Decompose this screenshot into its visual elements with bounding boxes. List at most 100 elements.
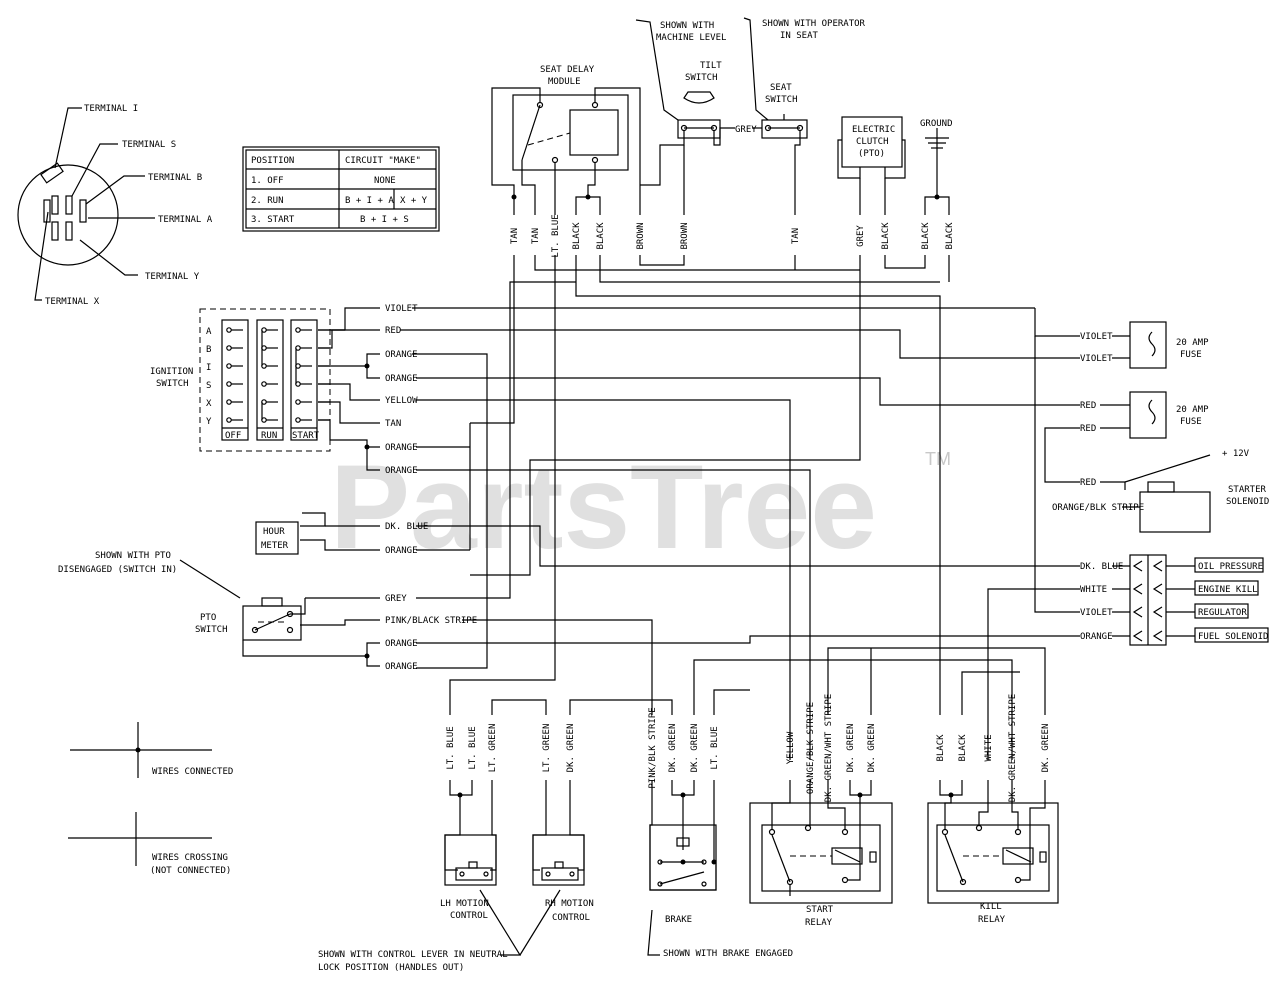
legend-crossing-label-2: (NOT CONNECTED) bbox=[150, 866, 231, 876]
hour-meter-label-2: METER bbox=[261, 541, 289, 551]
ignition-col-off: OFF bbox=[225, 431, 241, 441]
wire-label-top: LT. BLUE bbox=[551, 214, 561, 257]
wire-label-right: DK. BLUE bbox=[1080, 562, 1123, 572]
wire-label-bottom: DK. GREEN/WHT STRIPE bbox=[824, 694, 834, 802]
wire-label-top: BROWN bbox=[636, 222, 646, 249]
wire-label-bottom: ORANGE/BLK STRIPE bbox=[806, 702, 816, 794]
connector-chevron bbox=[1152, 606, 1163, 618]
terminal-s-label: TERMINAL S bbox=[122, 140, 176, 150]
lh-motion-label: LH MOTION bbox=[440, 899, 489, 909]
wire-label-top: BLACK bbox=[921, 222, 931, 250]
wire-label-bottom: DK. GREEN bbox=[1041, 724, 1051, 773]
fuse-label-2: FUSE bbox=[1180, 350, 1202, 360]
junction-dot bbox=[364, 363, 370, 369]
ignition-contact bbox=[261, 381, 267, 387]
ignition-switch-block bbox=[199, 308, 331, 452]
pto-note: SHOWN WITH PTO bbox=[95, 551, 171, 561]
clutch-label-3: (PTO) bbox=[858, 149, 885, 159]
ignition-row-x: X bbox=[206, 399, 212, 409]
clutch-label-2: CLUTCH bbox=[856, 137, 889, 147]
lever-note: SHOWN WITH CONTROL LEVER IN NEUTRAL bbox=[318, 950, 508, 960]
ignition-contact bbox=[295, 417, 301, 423]
ignition-contact bbox=[226, 345, 232, 351]
clutch-label: ELECTRIC bbox=[852, 125, 895, 135]
ignition-col-run: RUN bbox=[261, 431, 277, 441]
legend-connected-label: WIRES CONNECTED bbox=[152, 767, 233, 777]
junction-dot bbox=[680, 859, 686, 865]
wire-label-right: RED bbox=[1080, 424, 1096, 434]
wire-label-top: BLACK bbox=[596, 222, 606, 250]
seat-switch-label-2: SWITCH bbox=[765, 95, 798, 105]
connector-chevron bbox=[1132, 560, 1143, 572]
wire-label-ignition: DK. BLUE bbox=[385, 522, 428, 532]
terminal-x-label: TERMINAL X bbox=[45, 297, 100, 307]
tilt-note-2: MACHINE LEVEL bbox=[656, 33, 726, 43]
ground-label: GROUND bbox=[920, 119, 953, 129]
pto-switch-label-2: SWITCH bbox=[195, 625, 228, 635]
ignition-contact bbox=[226, 417, 232, 423]
junction-dot bbox=[934, 194, 940, 200]
bottom-wiring bbox=[444, 647, 1059, 904]
fuel-solenoid-label: FUEL SOLENOID bbox=[1198, 632, 1268, 642]
note-leaders bbox=[479, 889, 660, 956]
engine-kill-label: ENGINE KILL bbox=[1198, 585, 1258, 595]
wire-label-top: TAN bbox=[510, 228, 520, 244]
wire-label-ignition: ORANGE bbox=[385, 546, 418, 556]
wire-label-right: VIOLET bbox=[1080, 332, 1113, 342]
table-header-circuit: CIRCUIT "MAKE" bbox=[345, 156, 421, 166]
lever-note-2: LOCK POSITION (HANDLES OUT) bbox=[318, 963, 464, 973]
ignition-contact bbox=[226, 399, 232, 405]
brake-note: SHOWN WITH BRAKE ENGAGED bbox=[663, 949, 793, 959]
wire-label-bottom: DK. GREEN bbox=[846, 724, 856, 773]
pto-note-2: DISENGAGED (SWITCH IN) bbox=[58, 565, 177, 575]
rh-motion-label-2: CONTROL bbox=[552, 913, 590, 923]
ignition-row-s: S bbox=[206, 381, 211, 391]
ignition-row-y: Y bbox=[206, 417, 212, 427]
grey-link-label: GREY bbox=[735, 125, 757, 135]
wire-label-bottom: LT. GREEN bbox=[542, 724, 552, 773]
wire-label-bottom: WHITE bbox=[984, 734, 994, 761]
ignition-switch-label: IGNITION bbox=[150, 367, 193, 377]
junction-dot bbox=[857, 792, 863, 798]
wire-label-right: WHITE bbox=[1080, 585, 1107, 595]
pto-switch bbox=[179, 559, 306, 641]
wire-label-right: RED bbox=[1080, 478, 1096, 488]
kill-relay-label-2: RELAY bbox=[978, 915, 1006, 925]
junction-dot bbox=[585, 194, 591, 200]
seat-note: SHOWN WITH OPERATOR bbox=[762, 19, 866, 29]
connector-chevron bbox=[1132, 583, 1143, 595]
connector-chevron bbox=[1152, 583, 1163, 595]
seat-delay-label: SEAT DELAY bbox=[540, 65, 595, 75]
junction-dot bbox=[364, 653, 370, 659]
wire-label-ignition: PINK/BLACK STRIPE bbox=[385, 616, 477, 626]
table-header-position: POSITION bbox=[251, 156, 294, 166]
pto-switch-label: PTO bbox=[200, 613, 216, 623]
wire-label-ignition: ORANGE bbox=[385, 443, 418, 453]
legend-crossing-label: WIRES CROSSING bbox=[152, 853, 228, 863]
connector-chevron bbox=[1152, 560, 1163, 572]
wire-label-bottom: PINK/BLK STRIPE bbox=[648, 707, 658, 788]
fuse-label-2: FUSE bbox=[1180, 417, 1202, 427]
wire-label-bottom: LT. BLUE bbox=[468, 726, 478, 769]
electric-clutch bbox=[837, 116, 906, 215]
wire-label-right: ORANGE bbox=[1080, 632, 1113, 642]
table-row-pos: 1. OFF bbox=[251, 176, 284, 186]
terminal-i-label: TERMINAL I bbox=[84, 104, 138, 114]
kill-relay-label: KILL bbox=[980, 902, 1002, 912]
wire-label-ignition: ORANGE bbox=[385, 374, 418, 384]
wire-label-ignition: GREY bbox=[385, 594, 407, 604]
table-row-pos: 2. RUN bbox=[251, 196, 284, 206]
wire-label-top: TAN bbox=[531, 228, 541, 244]
wire-label-ignition: TAN bbox=[385, 419, 401, 429]
wire-label-ignition: ORANGE bbox=[385, 466, 418, 476]
wire-label-bottom: BLACK bbox=[958, 734, 968, 762]
ignition-row-b: B bbox=[206, 345, 211, 355]
connector-chevron bbox=[1132, 606, 1143, 618]
wire-label-bottom: LT. BLUE bbox=[710, 726, 720, 769]
junction-dot bbox=[364, 444, 370, 450]
wire-label-bottom: DK. GREEN bbox=[690, 724, 700, 773]
wire-label-bottom: BLACK bbox=[936, 734, 946, 762]
